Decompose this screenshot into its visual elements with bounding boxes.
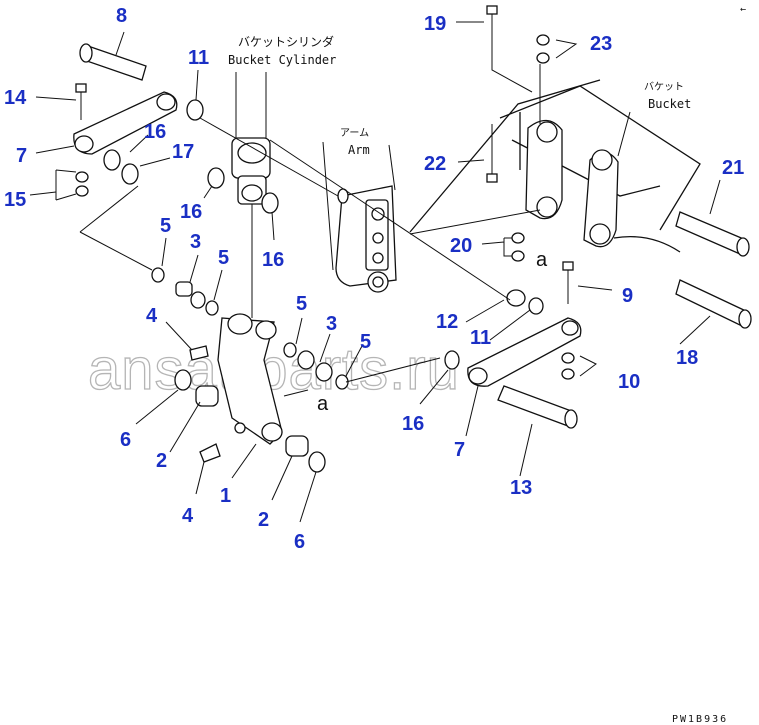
link-7-upper xyxy=(73,91,178,155)
part-number-3: 3 xyxy=(190,231,201,253)
pin-8 xyxy=(79,43,147,81)
part-number-2: 2 xyxy=(258,509,269,531)
drawing-code: PW1B936 xyxy=(672,714,728,725)
bolt-9 xyxy=(562,261,574,304)
part-number-9: 9 xyxy=(622,285,633,307)
part-number-5: 5 xyxy=(360,331,371,353)
part-number-22: 22 xyxy=(424,153,446,175)
part-number-6: 6 xyxy=(120,429,131,451)
nuts-10 xyxy=(561,352,575,380)
bucket-cylinder-label-jp: バケットシリンダ xyxy=(238,34,334,49)
pin-21 xyxy=(675,211,750,257)
part-number-21: 21 xyxy=(722,157,744,179)
part-number-19: 19 xyxy=(424,13,446,35)
bolt-14 xyxy=(75,83,87,120)
washers-16-17 xyxy=(103,99,279,214)
part-number-7: 7 xyxy=(16,145,27,167)
part-number-5: 5 xyxy=(296,293,307,315)
part-number-11: 11 xyxy=(188,47,209,69)
part-number-16: 16 xyxy=(262,249,284,271)
part-number-23: 23 xyxy=(590,33,612,55)
part-number-callouts: 8 14 7 16 17 15 11 16 16 5 3 5 4 6 2 1 4… xyxy=(4,5,744,553)
link-7-lower xyxy=(467,317,582,387)
link-1 xyxy=(217,313,283,445)
bushings-2-6 xyxy=(174,369,326,473)
pin-18 xyxy=(675,279,752,329)
pin-13 xyxy=(497,385,578,429)
part-number-14: 14 xyxy=(4,87,27,109)
grease-fittings-4 xyxy=(189,345,221,463)
part-number-20: 20 xyxy=(450,235,472,257)
part-number-3: 3 xyxy=(326,313,337,335)
part-number-7: 7 xyxy=(454,439,465,461)
bushings-3-5 xyxy=(151,267,349,390)
leader-lines xyxy=(29,21,721,523)
bucket-label-en: Bucket xyxy=(648,97,691,111)
nuts-20 xyxy=(511,232,525,262)
corner-mark: ← xyxy=(740,4,746,15)
washers-11-12 xyxy=(444,289,544,370)
part-number-5: 5 xyxy=(218,247,229,269)
part-number-2: 2 xyxy=(156,450,167,472)
bolt-19 xyxy=(486,5,498,42)
part-number-1: 1 xyxy=(220,485,231,507)
bucket-cylinder-label-en: Bucket Cylinder xyxy=(228,53,336,67)
part-number-6: 6 xyxy=(294,531,305,553)
bucket-cylinder xyxy=(231,72,271,318)
bucket xyxy=(409,79,701,253)
nuts-23 xyxy=(536,34,550,64)
watermark: ansat-parts.ru xyxy=(88,337,460,402)
part-number-15: 15 xyxy=(4,189,26,211)
part-number-4: 4 xyxy=(146,305,158,327)
part-number-16: 16 xyxy=(180,201,202,223)
arm-label-en: Arm xyxy=(348,143,370,157)
part-number-4: 4 xyxy=(182,505,194,527)
part-number-17: 17 xyxy=(172,141,194,163)
part-number-13: 13 xyxy=(510,477,532,499)
reference-mark-link: a xyxy=(317,393,329,415)
part-number-11: 11 xyxy=(470,327,491,349)
bolt-22 xyxy=(486,124,498,183)
part-number-12: 12 xyxy=(436,311,458,333)
part-number-18: 18 xyxy=(676,347,698,369)
arm xyxy=(322,141,397,293)
reference-mark-bucket: a xyxy=(536,249,548,271)
part-number-16: 16 xyxy=(144,121,166,143)
arm-label-jp: アーム xyxy=(340,127,369,139)
part-number-5: 5 xyxy=(160,215,171,237)
part-number-16: 16 xyxy=(402,413,424,435)
bucket-label-jp: バケット xyxy=(644,81,684,93)
part-number-8: 8 xyxy=(116,5,127,27)
nuts-15 xyxy=(75,171,89,197)
part-number-10: 10 xyxy=(618,371,640,393)
